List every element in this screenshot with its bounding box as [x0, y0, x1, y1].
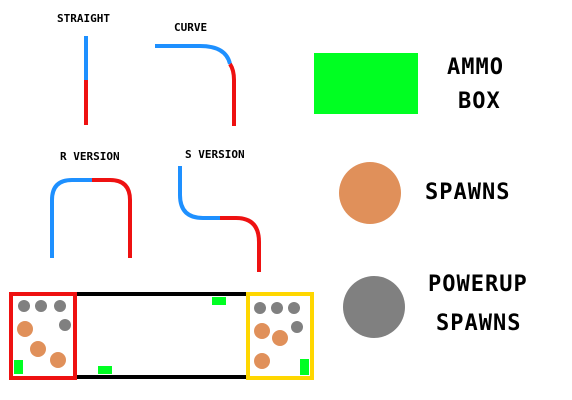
yellow-base	[246, 292, 314, 380]
r-version-label: R VERSION	[60, 150, 120, 163]
curve-track-piece	[155, 44, 236, 126]
yellow-base-powerup-spawn	[254, 302, 266, 314]
powerup-spawn-swatch	[343, 276, 405, 338]
s-version-red-segment	[220, 216, 261, 272]
ammo-box-label-line2: BOX	[458, 89, 501, 114]
ammo-box-label-line1: AMMO	[447, 55, 504, 80]
yellow-base-powerup-spawn	[271, 302, 283, 314]
red-base-spawn	[50, 352, 66, 368]
yellow-base-spawn	[272, 330, 288, 346]
r-version-red-segment	[92, 178, 132, 258]
s-version-track-piece	[178, 166, 261, 272]
s-version-blue-segment	[178, 166, 220, 220]
corridor-ammo-box	[212, 297, 226, 305]
example-map	[9, 292, 314, 380]
powerup-spawns-label-line1: POWERUP	[428, 272, 528, 297]
ammo-box-swatch	[314, 53, 418, 114]
red-base-powerup-spawn	[59, 319, 71, 331]
red-base-powerup-spawn	[18, 300, 30, 312]
corridor-ammo-box	[98, 366, 112, 374]
yellow-base-ammo-box	[300, 359, 309, 375]
red-base-powerup-spawn	[35, 300, 47, 312]
straight-label: STRAIGHT	[57, 12, 110, 25]
spawns-label: SPAWNS	[425, 180, 511, 205]
curve-red-segment	[228, 62, 236, 126]
red-base-spawn	[30, 341, 46, 357]
red-base-ammo-box	[14, 360, 23, 374]
curve-blue-segment	[155, 44, 232, 65]
red-base-powerup-spawn	[54, 300, 66, 312]
spawn-swatch	[339, 162, 401, 224]
r-version-blue-segment	[50, 178, 92, 258]
yellow-base-powerup-spawn	[288, 302, 300, 314]
yellow-base-spawn	[254, 323, 270, 339]
powerup-spawns-label-line2: SPAWNS	[436, 311, 522, 336]
r-version-track-piece	[50, 178, 132, 258]
curve-label: CURVE	[174, 21, 208, 34]
red-base	[9, 292, 77, 380]
red-base-spawn	[17, 321, 33, 337]
s-version-label: S VERSION	[185, 148, 245, 161]
yellow-base-powerup-spawn	[291, 321, 303, 333]
yellow-base-spawn	[254, 353, 270, 369]
